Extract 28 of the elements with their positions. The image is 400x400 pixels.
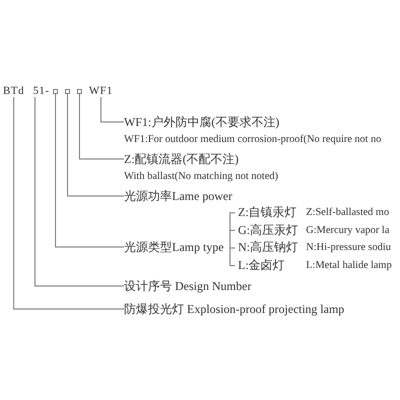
description-text: 设计序号 Design Number <box>124 278 252 294</box>
description-text: WF1:户外防中腐(不要求不注) <box>124 114 280 130</box>
placeholder-square <box>77 89 82 94</box>
option-translation: L:Metal halide lamp <box>306 259 392 272</box>
description-text: Z:配镇流器(不配不注) <box>124 152 240 166</box>
model-code-text: WF1 <box>89 85 113 97</box>
placeholder-square <box>65 89 70 94</box>
model-code-text: BTd <box>3 85 24 97</box>
description-translation: With ballast(No matching not noted) <box>124 170 278 182</box>
option-label: N:高压钠灯 <box>238 240 298 256</box>
description-text: 光源功率Lame power <box>124 188 232 204</box>
leader-line <box>55 94 124 248</box>
model-code-text: 51- <box>33 85 50 97</box>
leader-line <box>79 94 124 160</box>
leader-line <box>67 94 124 196</box>
description-translation: WF1:For outdoor medium corrosion-proof(No require not no <box>124 132 382 146</box>
leader-line <box>13 96 124 310</box>
description-text: 光源类型Lamp type <box>124 240 224 254</box>
option-label: L:金卤灯 <box>238 258 285 274</box>
leader-line <box>100 96 124 122</box>
option-translation: N:Hi-pressure sodiu <box>306 241 391 254</box>
leader-line <box>34 96 124 286</box>
option-translation: G:Mercury vapor la <box>306 224 390 237</box>
option-label: Z:自镇汞灯 <box>238 205 297 220</box>
option-translation: Z:Self-ballasted mo <box>306 206 390 220</box>
option-label: G:高压汞灯 <box>238 222 298 238</box>
description-text: 防爆投光灯 Explosion-proof projecting lamp <box>124 302 344 316</box>
placeholder-square <box>53 89 58 94</box>
